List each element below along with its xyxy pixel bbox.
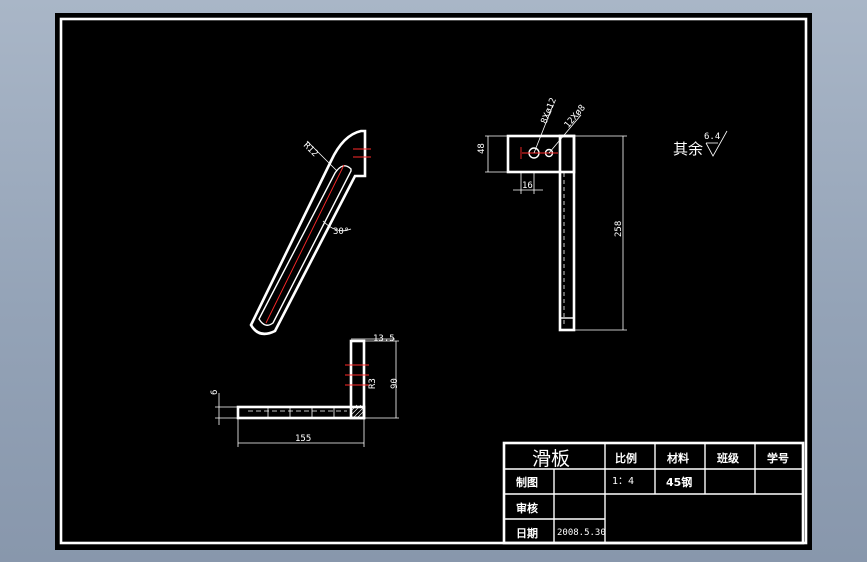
- bottom-base-plate: [236, 405, 366, 420]
- radius-label: R12: [301, 141, 320, 160]
- bottom-hatch: [350, 404, 365, 419]
- angled-view: R12 30°: [249, 129, 371, 336]
- angle-arc: [322, 220, 352, 232]
- hole1-label: 8Xø12: [540, 97, 559, 126]
- angled-centerline: [265, 164, 345, 324]
- scale-value: 1：4: [612, 476, 634, 487]
- header-class: 班级: [717, 451, 740, 465]
- header-material: 材料: [667, 451, 689, 465]
- checked-label: 审核: [516, 501, 538, 515]
- side-vertical-web: [558, 134, 576, 332]
- date-value: 2008.5.30: [557, 528, 606, 538]
- header-student-id: 学号: [767, 451, 789, 465]
- title-block: 滑板 比例 材料 班级 学号 制图 1：4 45钢 审核 日期 2008.5.3…: [502, 441, 805, 545]
- hole2-label: 12Xø8: [563, 103, 588, 130]
- corner-label: R3: [368, 378, 378, 389]
- material-value: 45钢: [666, 475, 692, 489]
- side-top-flange: [506, 134, 576, 174]
- angle-label: 30°: [333, 227, 349, 237]
- hole1-leader: [533, 104, 554, 154]
- part-name: 滑板: [532, 448, 570, 470]
- roughness-note: 其余 6.4: [673, 130, 728, 158]
- hole2-leader: [548, 114, 582, 154]
- title-block-border: [502, 441, 805, 545]
- bottom-view: 13.5 90 R3 6 155: [210, 334, 400, 447]
- dim135-label: 13.5: [373, 334, 395, 344]
- dim90-label: 90: [390, 378, 400, 389]
- roughness-label: 其余: [673, 140, 703, 158]
- drawn-label: 制图: [516, 475, 538, 489]
- angled-outer-contour: [249, 129, 367, 336]
- bottom-upright: [349, 339, 366, 420]
- header-scale: 比例: [615, 451, 637, 465]
- drawing-sheet: R12 30° 8Xø12 12Xø8 48 16 258: [55, 13, 812, 550]
- radius-leader: [306, 140, 338, 172]
- drawing-frame: [59, 17, 808, 545]
- date-label: 日期: [516, 526, 538, 540]
- angled-slot: [258, 165, 352, 326]
- dim258-label: 258: [614, 221, 624, 237]
- dim48-label: 48: [477, 143, 487, 154]
- dim6-label: 6: [210, 390, 220, 395]
- roughness-symbol: [705, 130, 728, 157]
- dim155-label: 155: [295, 434, 311, 444]
- roughness-value: 6.4: [704, 132, 720, 142]
- side-view: 8Xø12 12Xø8 48 16 258: [477, 97, 627, 332]
- cad-drawing: R12 30° 8Xø12 12Xø8 48 16 258: [59, 17, 808, 545]
- dim16-label: 16: [522, 181, 533, 191]
